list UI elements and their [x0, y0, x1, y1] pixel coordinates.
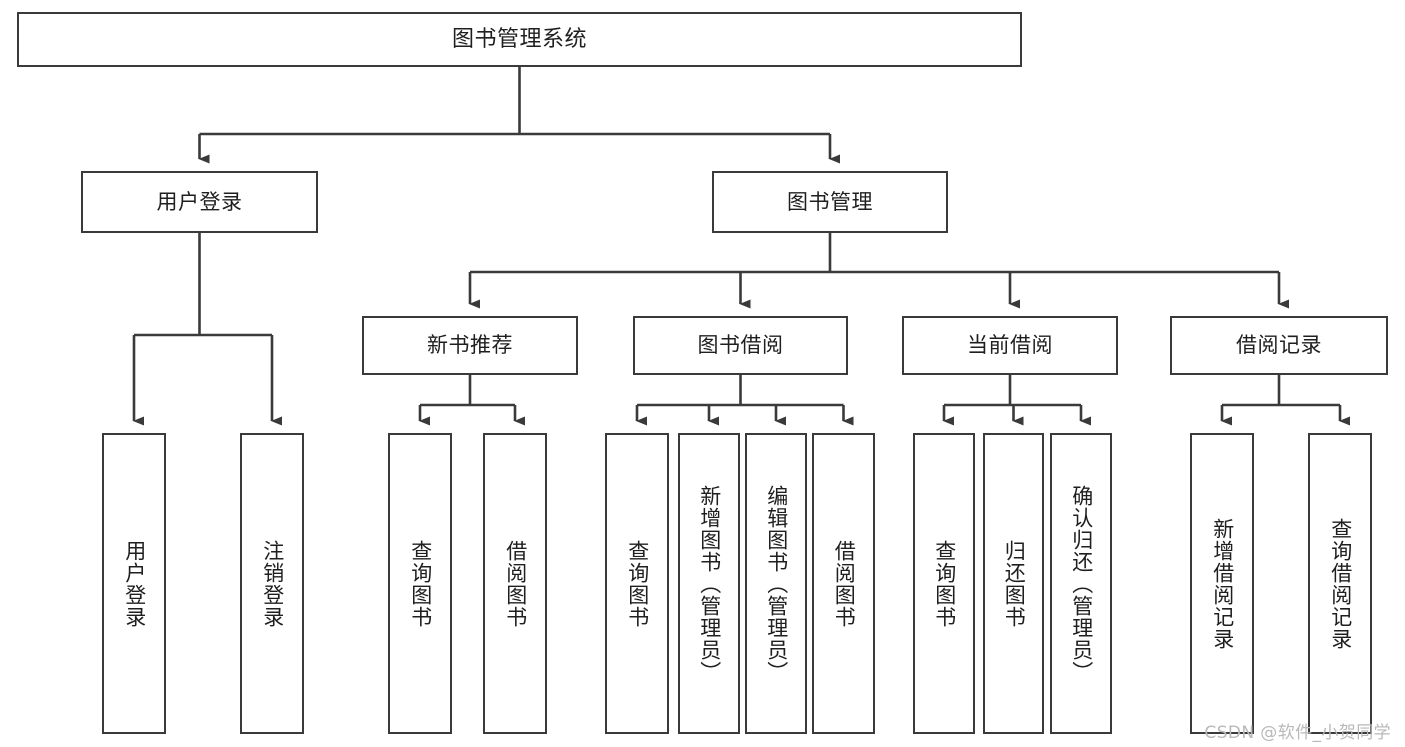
node-l2_3[interactable]: 借阅记录: [1170, 316, 1388, 375]
node-label: 借阅记录: [1236, 333, 1322, 358]
node-leaf_1[interactable]: 注销登录: [240, 433, 304, 734]
node-label: 注销登录: [260, 539, 285, 628]
node-label: 图书管理系统: [451, 26, 587, 52]
node-label: 新增借阅记录: [1210, 517, 1235, 650]
node-leaf_5[interactable]: 新增图书（管理员）: [678, 433, 740, 734]
node-leaf_12[interactable]: 查询借阅记录: [1308, 433, 1372, 734]
node-label: 图书借阅: [697, 333, 784, 358]
node-label: 查询图书: [625, 539, 650, 628]
csdn-watermark: CSDN @软件_小贺同学: [1204, 723, 1391, 743]
node-label: 用户登录: [156, 189, 243, 214]
node-label: 确认归还（管理员）: [1069, 484, 1094, 683]
node-label: 归还图书: [1002, 539, 1027, 628]
node-label: 借阅图书: [832, 539, 857, 628]
node-l2_0[interactable]: 新书推荐: [362, 316, 578, 375]
node-l2_2[interactable]: 当前借阅: [902, 316, 1118, 375]
node-label: 新增图书（管理员）: [697, 484, 722, 683]
node-leaf_6[interactable]: 编辑图书（管理员）: [745, 433, 807, 734]
node-leaf_4[interactable]: 查询图书: [605, 433, 669, 734]
node-leaf_3[interactable]: 借阅图书: [483, 433, 547, 734]
node-leaf_0[interactable]: 用户登录: [102, 433, 166, 734]
node-root[interactable]: 图书管理系统: [17, 12, 1022, 67]
node-label: 查询借阅记录: [1328, 517, 1353, 650]
node-leaf_2[interactable]: 查询图书: [388, 433, 452, 734]
node-l1_1[interactable]: 图书管理: [712, 171, 948, 233]
node-leaf_9[interactable]: 归还图书: [983, 433, 1044, 734]
node-label: 新书推荐: [427, 333, 513, 358]
node-label: 查询图书: [932, 539, 957, 628]
node-label: 借阅图书: [503, 539, 528, 628]
node-leaf_7[interactable]: 借阅图书: [812, 433, 875, 734]
node-l1_0[interactable]: 用户登录: [81, 171, 318, 233]
node-leaf_8[interactable]: 查询图书: [913, 433, 975, 734]
node-label: 当前借阅: [967, 333, 1053, 358]
node-label: 用户登录: [122, 539, 147, 628]
node-l2_1[interactable]: 图书借阅: [633, 316, 848, 375]
node-label: 编辑图书（管理员）: [764, 484, 789, 683]
node-label: 查询图书: [408, 539, 433, 628]
node-leaf_10[interactable]: 确认归还（管理员）: [1050, 433, 1112, 734]
node-label: 图书管理: [787, 189, 873, 214]
node-leaf_11[interactable]: 新增借阅记录: [1190, 433, 1254, 734]
